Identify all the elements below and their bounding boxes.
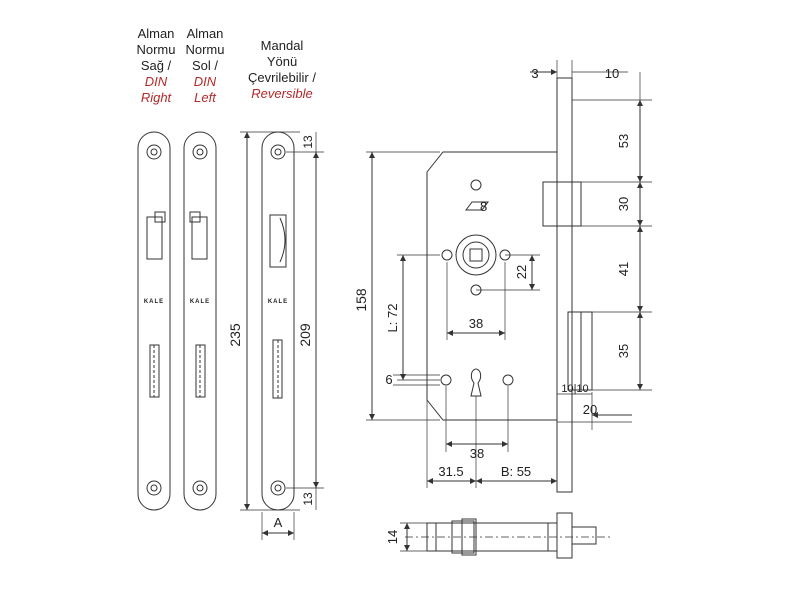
dim-label-6: 6 [385,372,392,387]
header-left-line2: Normu [185,42,225,57]
keyhole [470,368,482,397]
dim-label-38-lower: 38 [470,446,484,461]
dim-label-209: 209 [297,323,313,347]
brand-mark-2: KALE [190,299,210,305]
lock-top-view [405,512,610,559]
header-reversible: Mandal Yönü Çevrilebilir / Reversible [236,38,328,102]
lock-body [426,77,593,493]
header-right-line1: Alman [137,26,175,41]
header-left-line3: Sol / [191,58,218,73]
follower-inner [462,241,490,269]
dim-label-53: 53 [616,134,631,148]
dim-label-L72: L: 72 [385,304,400,333]
dim-label-3: 3 [531,66,538,81]
header-rev-line1: Mandal [260,38,304,53]
dim-label-235: 235 [227,323,243,347]
spindle-square [469,248,483,262]
header-rev-line3: Çevrilebilir / [248,70,316,85]
header-left-line1: Alman [186,26,224,41]
dim-label-22: 22 [514,265,529,279]
dim-label-10-10: 10|10 [561,383,588,395]
dim-label-B55: B: 55 [501,464,531,479]
dim-label-38-upper: 38 [469,316,483,331]
header-din-left: Alman Normu Sol / DIN Left [177,26,233,106]
follower-outer [455,234,497,276]
faceplate-din-right [137,131,171,511]
faceplate-reversible [261,131,295,511]
header-rev-line2: Yönü [266,54,298,69]
header-right-en1: DIN [144,74,168,89]
dim-label-158: 158 [353,288,369,312]
header-din-right: Alman Normu Sağ / DIN Right [128,26,184,106]
dim-label-8: 8 [480,199,487,214]
dim-label-20: 20 [583,402,597,417]
header-right-line3: Sağ / [140,58,172,73]
dim-label-A: A [274,515,283,530]
dim-label-13-bottom: 13 [301,492,315,506]
header-left-en2: Left [194,90,216,105]
brand-mark-1: KALE [144,299,164,305]
brand-mark-3: KALE [268,299,288,305]
dim-label-30: 30 [616,197,631,211]
dim-label-35: 35 [616,344,631,358]
dim-label-31-5: 31.5 [438,464,463,479]
dim-label-13-top: 13 [301,135,315,149]
header-rev-en1: Reversible [251,86,313,101]
header-left-en1: DIN [193,74,217,89]
dim-label-14: 14 [385,530,400,544]
dim-label-41: 41 [616,262,631,276]
header-right-en2: Right [140,90,172,105]
header-right-line2: Normu [136,42,176,57]
dim-label-10-top: 10 [605,66,619,81]
faceplate-din-left [183,131,217,511]
